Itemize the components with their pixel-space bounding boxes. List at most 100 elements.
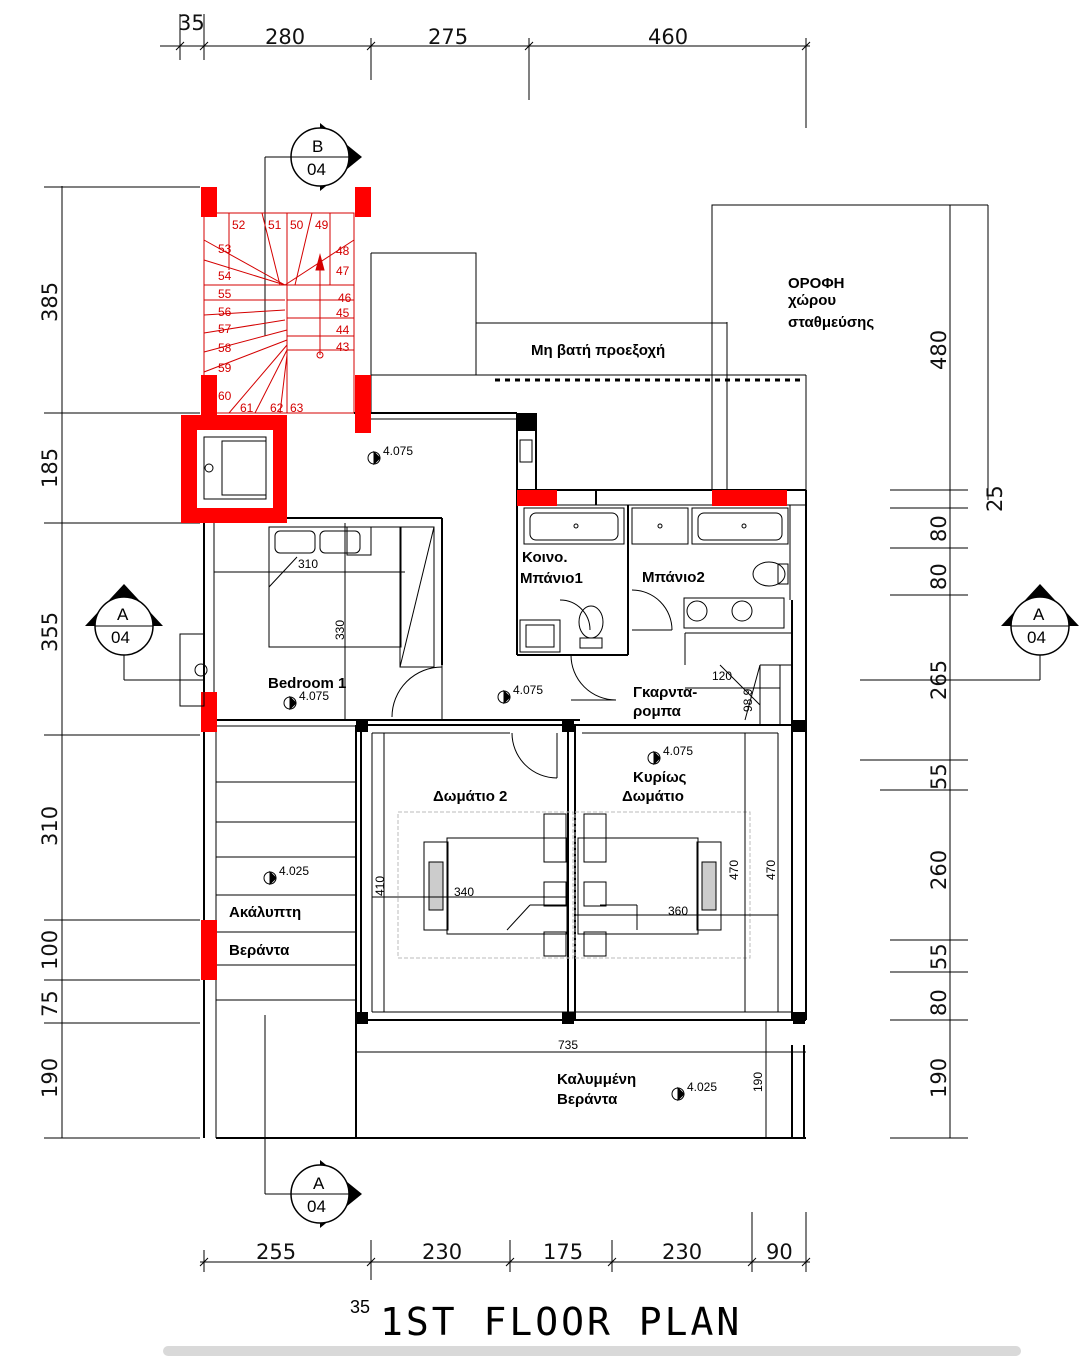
- master-width: 360: [668, 904, 688, 918]
- bottom-dimensions: 255 230 175 230 90: [199, 1212, 811, 1280]
- section-a-right-sheet: 04: [1027, 628, 1046, 647]
- dim-top-1: 280: [265, 25, 305, 49]
- step-48: 48: [336, 244, 350, 258]
- step-44: 44: [336, 323, 350, 337]
- label-open-veranda-2: Βεράντα: [229, 942, 290, 959]
- label-bedroom1: Bedroom 1: [268, 675, 346, 692]
- label-roof-3: σταθμεύσης: [788, 314, 874, 331]
- beds: [268, 526, 751, 959]
- dim-right-2: 80: [927, 515, 951, 542]
- dim-bottom-2: 175: [543, 1240, 583, 1264]
- veranda-height: 190: [751, 1072, 765, 1092]
- room2-height: 410: [373, 876, 387, 896]
- level-hall: 4.075: [383, 444, 413, 458]
- level-master: 4.075: [663, 744, 693, 758]
- section-marker-a-left: A 04: [85, 584, 204, 681]
- label-open-veranda-1: Ακάλυπτη: [229, 904, 301, 921]
- step-57: 57: [218, 322, 232, 336]
- left-dimensions: 385 185 355 310 100 75 190: [38, 186, 200, 1139]
- section-marker-a-bottom: A 04: [264, 1015, 362, 1228]
- bed1-height: 330: [333, 620, 347, 640]
- dim-left-4: 100: [38, 930, 62, 970]
- dim-right-8: 80: [927, 989, 951, 1016]
- dim-left-2: 355: [38, 612, 62, 652]
- label-roof-2: χώρου: [788, 292, 836, 309]
- dim-left-3: 310: [38, 806, 62, 846]
- dim-bottom-4: 90: [766, 1240, 793, 1264]
- label-covered-veranda-1: Καλυμμένη: [557, 1071, 636, 1088]
- dim-top-0: 35: [178, 11, 205, 35]
- step-63: 63: [290, 401, 304, 415]
- dim-right-6: 260: [927, 850, 951, 890]
- dim-right-3: 80: [927, 563, 951, 590]
- section-marker-a-right: A 04: [860, 584, 1079, 681]
- top-dimensions: 35 280 275 460: [160, 11, 811, 128]
- step-60: 60: [218, 389, 232, 403]
- dim-right-9: 190: [927, 1058, 951, 1098]
- step-62: 62: [270, 401, 284, 415]
- step-54: 54: [218, 269, 232, 283]
- step-46: 46: [338, 291, 352, 305]
- label-wardrobe-1: Γκαρντα-: [633, 684, 697, 701]
- section-b-sheet: 04: [307, 160, 326, 179]
- doors: [391, 589, 761, 779]
- label-projection: Μη βατή προεξοχή: [531, 342, 665, 359]
- bed1-width: 310: [298, 557, 318, 571]
- room2-width: 340: [454, 885, 474, 899]
- dim-right-5: 55: [927, 763, 951, 790]
- section-a-bottom-sheet: 04: [307, 1197, 326, 1216]
- section-marker-b-top: B 04: [264, 123, 362, 336]
- wardrobe-height: 98.9: [741, 688, 755, 712]
- dim-right-1: 25: [983, 485, 1007, 512]
- section-a-bottom-letter: A: [313, 1174, 325, 1193]
- title-prefix: 35: [350, 1297, 370, 1317]
- dim-left-1: 185: [38, 448, 62, 488]
- step-51: 51: [268, 218, 282, 232]
- label-roof-1: ΟΡΟΦΗ: [788, 275, 844, 292]
- page-title: 1ST FLOOR PLAN: [380, 1300, 742, 1344]
- level-bedroom1: 4.075: [299, 689, 329, 703]
- step-61: 61: [240, 401, 254, 415]
- dim-right-7: 55: [927, 943, 951, 970]
- label-bath2: Μπάνιο2: [642, 569, 705, 586]
- dim-bottom-3: 230: [662, 1240, 702, 1264]
- dim-top-3: 460: [648, 25, 688, 49]
- level-covered-veranda: 4.025: [687, 1080, 717, 1094]
- dim-left-5: 75: [38, 990, 62, 1017]
- label-master-2: Δωμάτιο: [622, 788, 684, 805]
- label-bath-common-1: Κοινο.: [522, 549, 568, 566]
- label-bath-common-2: Μπάνιο1: [520, 570, 583, 587]
- label-wardrobe-2: ρομπα: [633, 703, 682, 720]
- lift-shaft: [179, 436, 267, 707]
- step-43: 43: [336, 340, 350, 354]
- level-markers: [263, 450, 685, 1102]
- section-a-left-sheet: 04: [111, 628, 130, 647]
- right-dimensions: 480 25 80 80 265 55 260 55 80 190: [712, 204, 1007, 1139]
- level-open-veranda: 4.025: [279, 864, 309, 878]
- dim-right-0: 480: [927, 330, 951, 370]
- level-corridor: 4.075: [513, 683, 543, 697]
- staircase: 52 51 50 49 53 48 47 54 55 46 56 45 57 4…: [203, 212, 355, 415]
- step-59: 59: [218, 361, 232, 375]
- dim-bottom-1: 230: [422, 1240, 462, 1264]
- walls: [203, 412, 807, 1139]
- veranda-width: 735: [558, 1038, 578, 1052]
- step-53: 53: [218, 242, 232, 256]
- step-45: 45: [336, 306, 350, 320]
- section-a-left-letter: A: [117, 605, 129, 624]
- step-47: 47: [336, 264, 350, 278]
- label-master-1: Κυρίως: [633, 769, 687, 786]
- parking-roof: [370, 204, 988, 490]
- label-covered-veranda-2: Βεράντα: [557, 1091, 618, 1108]
- step-52: 52: [232, 218, 246, 232]
- step-49: 49: [315, 218, 329, 232]
- dim-left-0: 385: [38, 282, 62, 322]
- open-veranda-slats: [216, 781, 356, 1001]
- structural-columns: [181, 187, 805, 1024]
- section-a-right-letter: A: [1033, 605, 1045, 624]
- horizontal-scrollbar[interactable]: [163, 1346, 1021, 1356]
- dim-bottom-0: 255: [256, 1240, 296, 1264]
- bathroom-fixtures: [519, 507, 789, 653]
- dim-left-6: 190: [38, 1058, 62, 1098]
